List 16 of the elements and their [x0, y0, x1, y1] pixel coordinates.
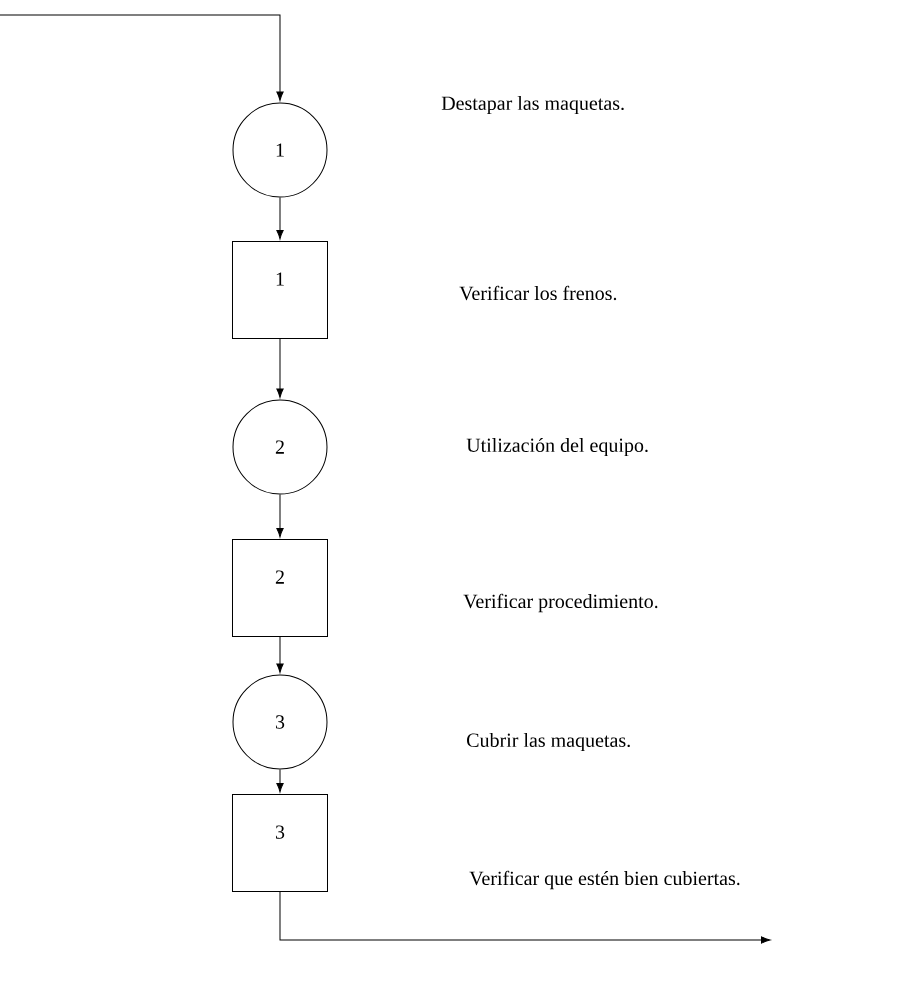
step-description: Cubrir las maquetas. — [467, 732, 630, 752]
step-description: Verificar procedimiento. — [463, 593, 658, 613]
inspection-box: 2 — [232, 539, 328, 637]
arrow — [0, 14, 284, 101]
inspection-box: 3 — [232, 794, 328, 892]
arrow — [279, 891, 771, 944]
step-description: Verificar los frenos. — [459, 285, 617, 301]
inspection-box: 1 — [232, 241, 328, 339]
arrow — [276, 636, 284, 673]
step-description: Verificar que estén bien cubiertas. — [469, 870, 740, 890]
step-description: Utilización del equipo. — [466, 437, 648, 457]
arrow — [276, 338, 284, 398]
step-description: Destapar las maquetas. — [441, 95, 624, 115]
arrow — [276, 769, 284, 793]
arrow — [276, 197, 284, 240]
arrow — [276, 494, 284, 538]
